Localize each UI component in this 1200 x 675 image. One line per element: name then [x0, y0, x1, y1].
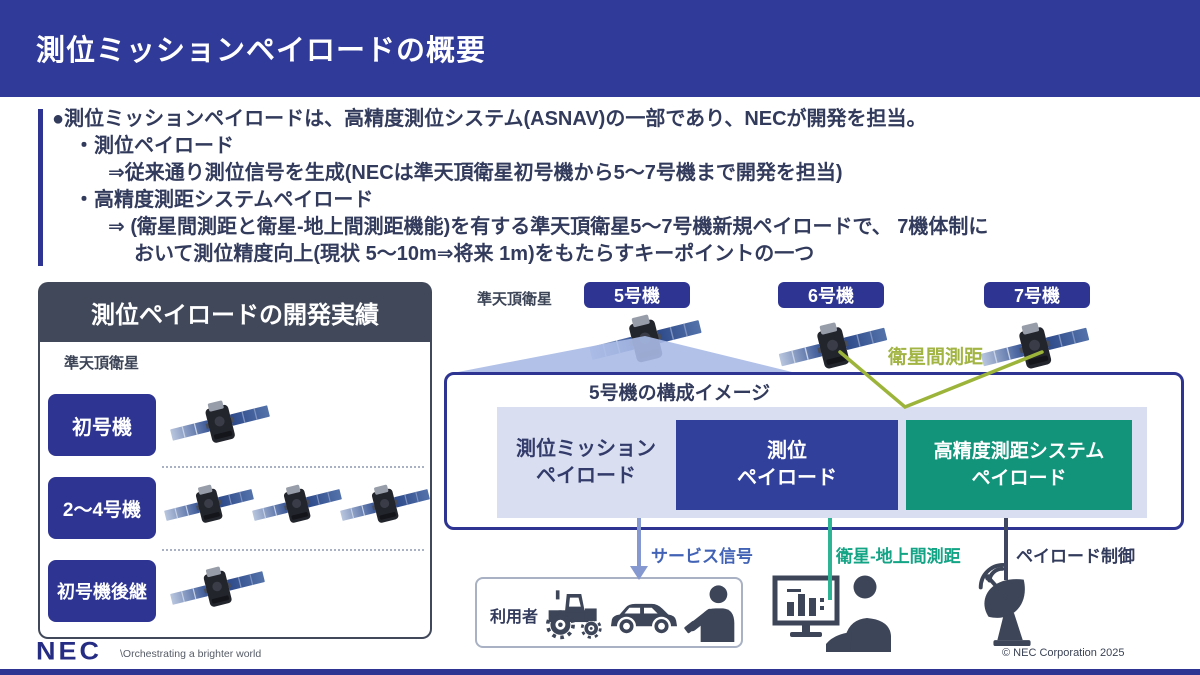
row-label-first-unit: 初号機 [48, 394, 156, 456]
smartphone-user-icon [683, 584, 737, 642]
satellite-icon [588, 310, 703, 370]
summary-item2-detail1: ⇒ (衛星間測距と衛星-地上間測距機能)を有する準天頂衛星5〜7号機新規ペイロー… [108, 216, 989, 238]
nec-tagline: \Orchestrating a brighter world [120, 648, 262, 660]
qzss-label-left: 準天頂衛星 [64, 355, 140, 372]
summary-lines: ●測位ミッションペイロードは、高精度測位システム(ASNAV)の一部であり、NE… [52, 106, 988, 268]
satellite-icon [164, 480, 254, 530]
row-divider [162, 466, 424, 468]
summary-lead: ●測位ミッションペイロードは、高精度測位システム(ASNAV)の一部であり、NE… [52, 108, 927, 130]
row-label-first-unit-successor: 初号機後継 [48, 560, 156, 622]
row-divider [162, 549, 424, 551]
tractor-icon [545, 586, 603, 640]
mission-payload-label: 測位ミッション ペイロード [500, 415, 672, 510]
nec-logo: NEC [36, 637, 103, 665]
monitor-operator-icon [772, 574, 892, 652]
summary-item1: ・測位ペイロード [74, 135, 234, 157]
unit5-config-title: 5号機の構成イメージ [589, 383, 771, 404]
users-label: 利用者 [490, 609, 539, 626]
row-label-units-2-4: 2〜4号機 [48, 477, 156, 539]
summary-accent-bar [38, 109, 43, 266]
mission-payload-line1: 測位ミッション [516, 437, 656, 460]
badge-unit5: 5号機 [584, 282, 690, 308]
car-icon [609, 596, 679, 635]
ground-ranging-label: 衛星-地上間測距 [836, 547, 961, 566]
ranging-payload-line2: ペイロード [971, 468, 1067, 489]
badge-unit7: 7号機 [984, 282, 1090, 308]
bottom-accent-bar [0, 669, 1200, 675]
satellite-icon [778, 318, 888, 376]
inter-satellite-ranging-label: 衛星間測距 [888, 347, 984, 368]
payload-control-label: ペイロード制御 [1016, 547, 1135, 566]
copyright-text: © NEC Corporation 2025 [1002, 647, 1125, 659]
satellite-icon [340, 480, 430, 530]
mission-payload-line2: ペイロード [536, 464, 636, 487]
service-signal-label: サービス信号 [651, 547, 753, 566]
qzss-label-right: 準天頂衛星 [477, 291, 553, 308]
antenna-dish-icon [972, 562, 1052, 648]
satellite-icon [170, 562, 265, 614]
page-title: 測位ミッションペイロードの概要 [36, 35, 487, 67]
track-record-body: 準天頂衛星 初号機 2〜4号機 初号機後継 [38, 342, 432, 639]
summary-section: ●測位ミッションペイロードは、高精度測位システム(ASNAV)の一部であり、NE… [38, 106, 988, 268]
summary-item2: ・高精度測距システムペイロード [74, 189, 374, 211]
track-record-panel: 測位ペイロードの開発実績 準天頂衛星 初号機 2〜4号機 初号機後継 [38, 282, 432, 639]
positioning-payload-line1: 測位 [767, 440, 807, 462]
satellite-icon [252, 480, 342, 530]
track-record-title: 測位ペイロードの開発実績 [38, 282, 432, 342]
summary-item2-detail2: おいて測位精度向上(現状 5〜10m⇒将来 1m)をもたらすキーポイントの一つ [134, 243, 815, 265]
ranging-payload-line1: 高精度測距システム [933, 441, 1105, 462]
positioning-payload-box: 測位 ペイロード [676, 420, 898, 510]
badge-unit6: 6号機 [778, 282, 884, 308]
satellite-icon [980, 318, 1090, 376]
satellite-icon [170, 396, 270, 450]
positioning-payload-line2: ペイロード [737, 467, 837, 489]
slide-header: 測位ミッションペイロードの概要 [0, 0, 1200, 97]
ranging-payload-box: 高精度測距システム ペイロード [906, 420, 1132, 510]
users-box: 利用者 [475, 577, 743, 648]
summary-item1-detail: ⇒従来通り測位信号を生成(NECは準天頂衛星初号機から5〜7号機まで開発を担当) [108, 162, 843, 184]
